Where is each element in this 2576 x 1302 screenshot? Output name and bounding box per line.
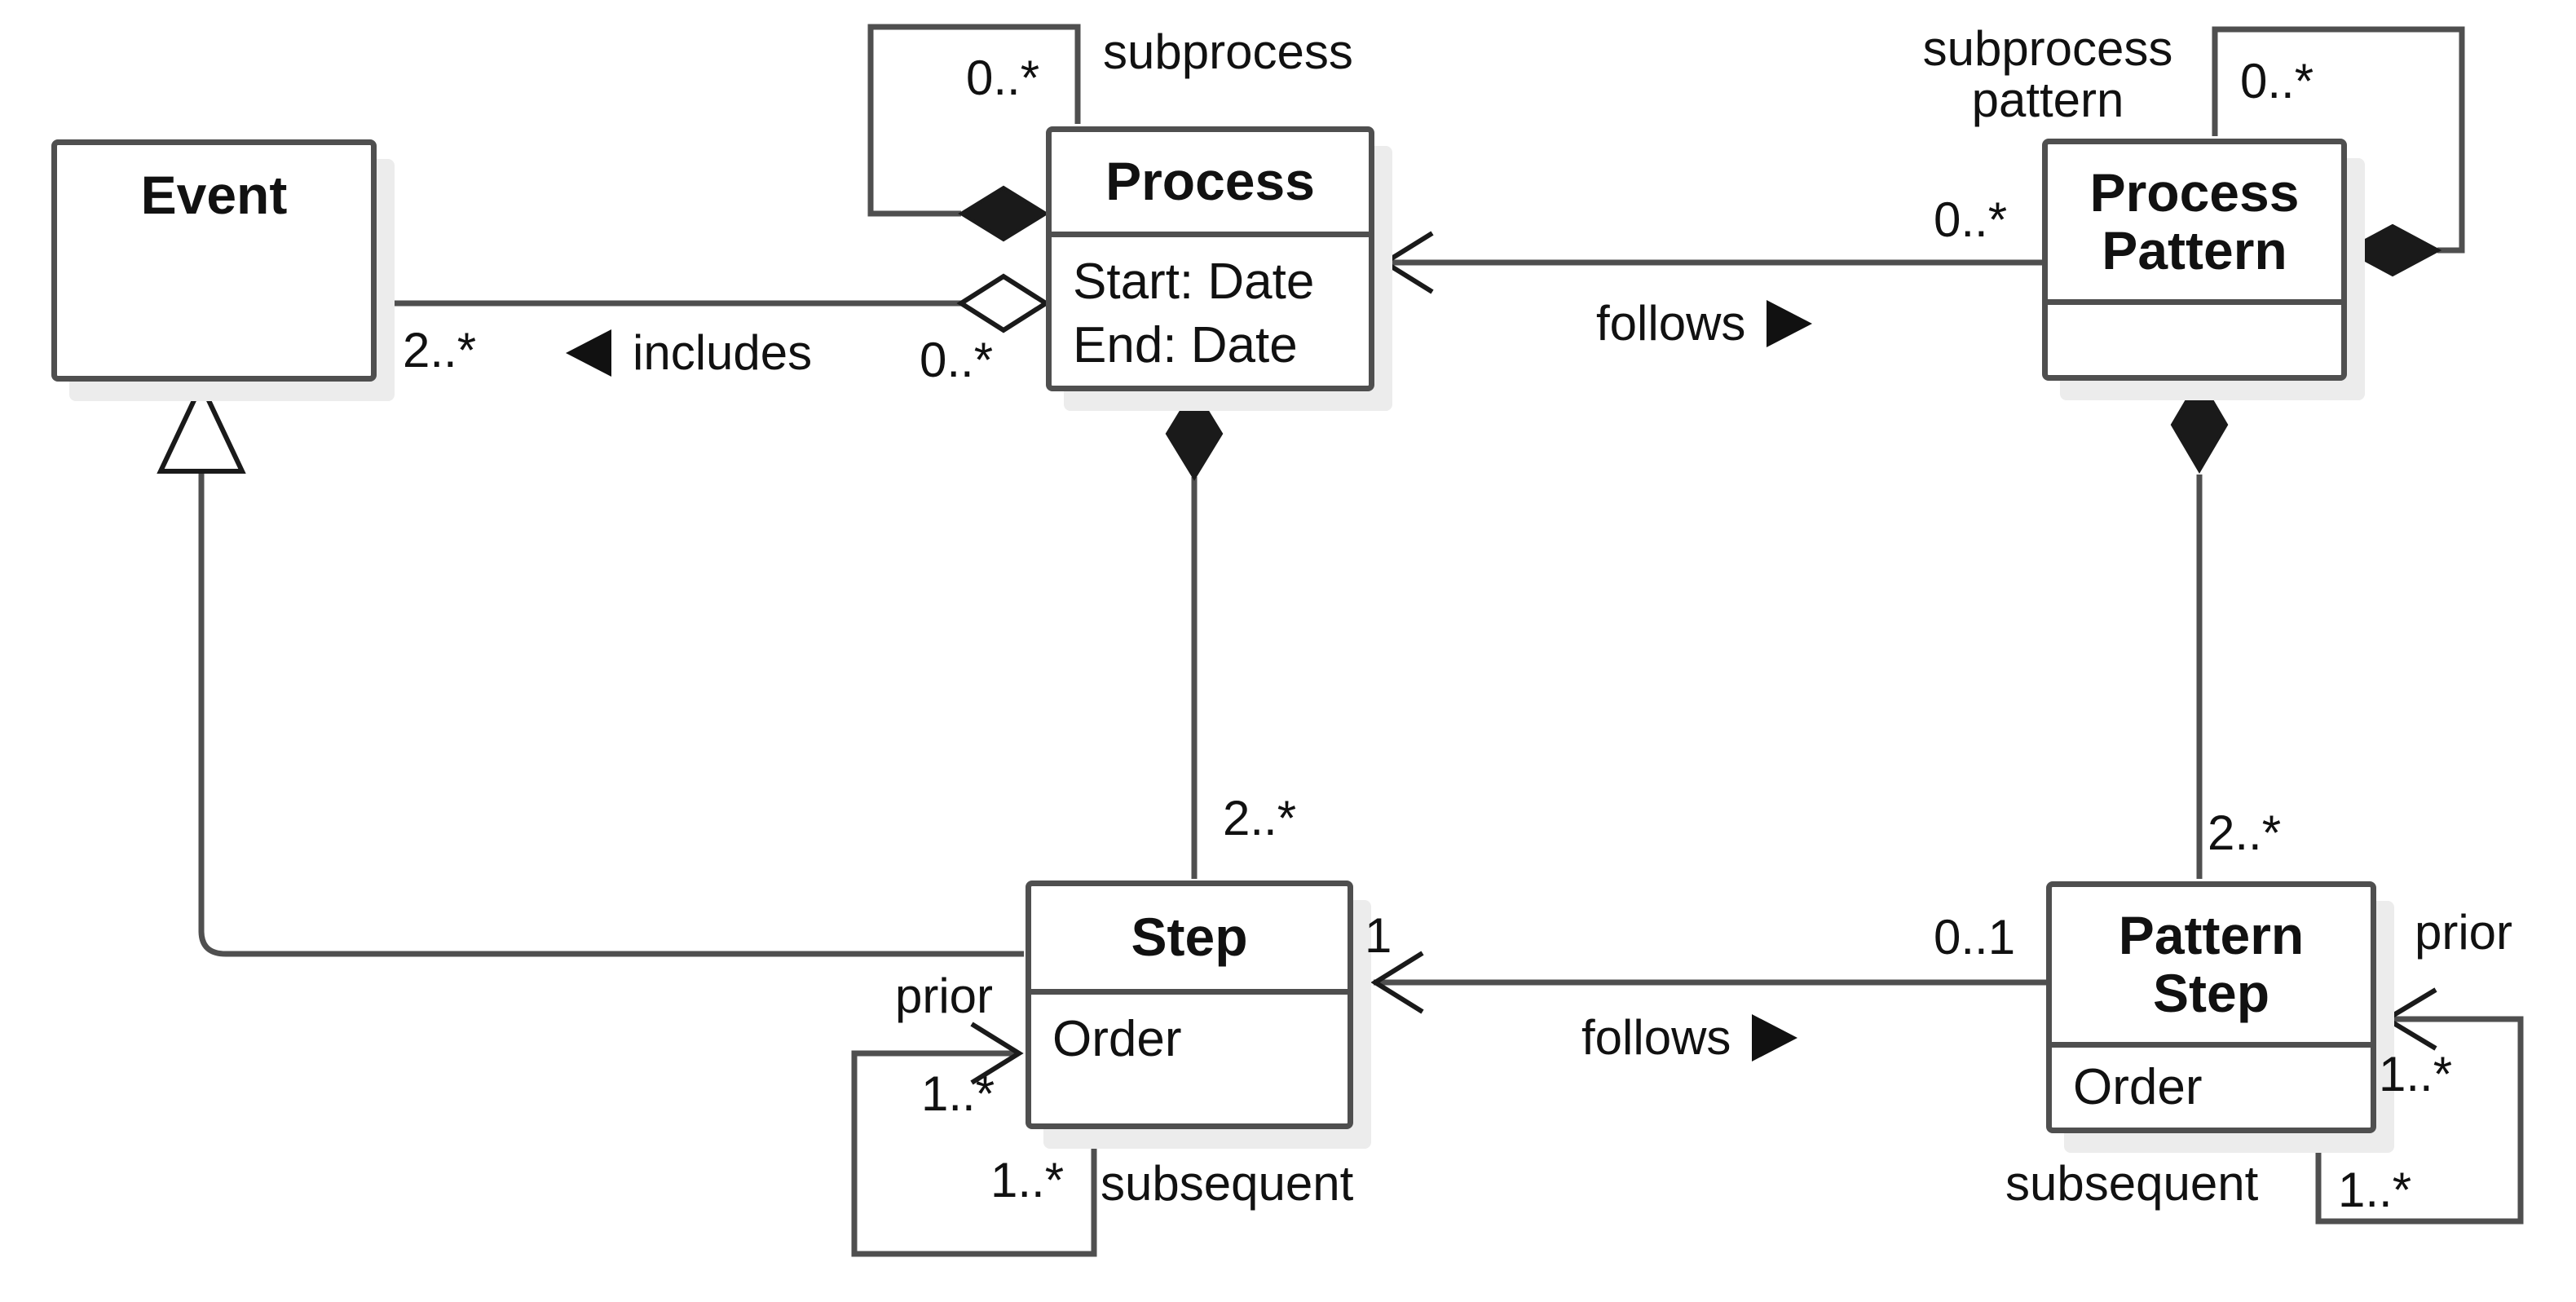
open-arrow-icon xyxy=(1380,231,1434,294)
subprocess-pattern-role-label: subprocess pattern xyxy=(1922,21,2173,127)
open-arrow-icon xyxy=(1370,951,1424,1014)
step-prior-role-label: prior xyxy=(895,969,994,1023)
pattern-step-self-loop-line xyxy=(2315,1016,2524,1225)
multiplicity-process-includes: 0..* xyxy=(920,333,994,387)
multiplicity-pattern-step-follows: 0..1 xyxy=(1934,910,2016,964)
composition-diamond-icon xyxy=(958,185,1049,242)
class-process[interactable]: Process Start: Date End: Date xyxy=(1046,126,1374,391)
class-title: Step xyxy=(1131,907,1248,968)
pattern-step-subsequent-role-label: subsequent xyxy=(2005,1156,2259,1211)
class-title: Event xyxy=(140,165,288,225)
multiplicity-process-steps: 2..* xyxy=(1223,791,1297,845)
step-subsequent-role-label: subsequent xyxy=(1101,1156,1354,1211)
attribute: End: Date xyxy=(1073,317,1298,374)
class-title: Process Pattern xyxy=(2089,161,2300,280)
attribute-compartment: Start: Date End: Date xyxy=(1052,232,1369,386)
pattern-step-prior-role-label: prior xyxy=(2415,905,2513,960)
class-pattern-step[interactable]: Pattern Step Order xyxy=(2046,881,2376,1133)
aggregation-diamond-icon xyxy=(956,273,1051,333)
attribute-compartment: Order xyxy=(2052,1042,2371,1128)
attribute-compartment: Order xyxy=(1031,989,1348,1123)
composition-diamond-icon xyxy=(1165,386,1224,481)
multiplicity-pattern-step-subsequent: 1..* xyxy=(2338,1163,2412,1217)
follows-step-label: follows xyxy=(1581,1009,1798,1066)
composition-diamond-icon xyxy=(2170,376,2229,474)
class-process-pattern[interactable]: Process Pattern xyxy=(2042,139,2347,381)
multiplicity-event-includes: 2..* xyxy=(403,323,477,377)
arrow-right-icon xyxy=(1767,299,1813,347)
generalization-triangle-icon xyxy=(157,378,246,474)
generalization-line xyxy=(198,471,1024,957)
step-self-loop-line xyxy=(851,1050,1097,1257)
multiplicity-pattern-step-prior: 1..* xyxy=(2379,1047,2453,1101)
association-name: follows xyxy=(1596,296,1746,351)
subprocess-role-label: subprocess xyxy=(1103,24,1353,79)
open-arrow-icon xyxy=(2382,987,2437,1051)
attribute-compartment xyxy=(2048,299,2341,375)
class-title: Pattern Step xyxy=(2118,904,2305,1023)
attribute: Order xyxy=(1052,1011,1182,1067)
attribute: Order xyxy=(2073,1059,2203,1115)
multiplicity-pattern-follows: 0..* xyxy=(1934,192,2008,247)
includes-label: includes xyxy=(566,324,812,381)
multiplicity-subprocess-pattern: 0..* xyxy=(2240,54,2314,108)
arrow-left-icon xyxy=(566,329,611,377)
association-name: follows xyxy=(1581,1010,1731,1065)
multiplicity-step-prior: 1..* xyxy=(921,1066,995,1121)
follows-process-label: follows xyxy=(1596,295,1813,351)
class-step[interactable]: Step Order xyxy=(1026,881,1353,1129)
class-event[interactable]: Event xyxy=(51,139,377,382)
class-title: Process xyxy=(1105,151,1315,212)
composition-diamond-icon xyxy=(2343,223,2442,277)
arrow-right-icon xyxy=(1752,1013,1798,1061)
attribute: Start: Date xyxy=(1073,254,1315,310)
multiplicity-step-follows: 1 xyxy=(1365,908,1392,963)
multiplicity-subprocess: 0..* xyxy=(966,51,1040,105)
multiplicity-step-subsequent: 1..* xyxy=(990,1153,1065,1207)
open-arrow-icon xyxy=(970,1022,1024,1085)
association-name: includes xyxy=(633,325,813,380)
multiplicity-pattern-steps: 2..* xyxy=(2208,805,2282,860)
subprocess-loop-line xyxy=(867,24,1081,217)
subprocess-pattern-loop-line xyxy=(2212,26,2465,254)
